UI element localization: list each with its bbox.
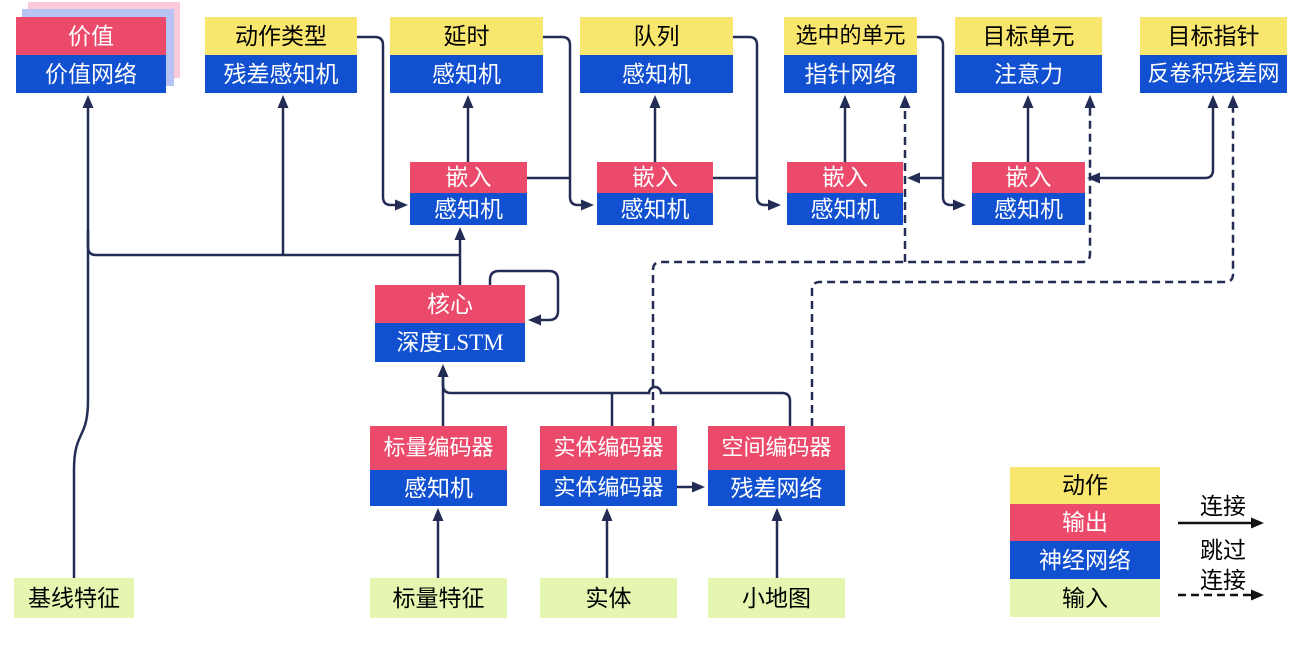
node-embed-3-network: 感知机 bbox=[787, 193, 903, 225]
node-spatial-encoder-head: 空间编码器 bbox=[708, 426, 845, 470]
node-entities: 实体 bbox=[540, 578, 677, 618]
node-action-type-head: 动作类型 bbox=[205, 17, 357, 55]
edge-core-self-loop bbox=[488, 269, 560, 322]
node-scalar-encoder-network: 感知机 bbox=[370, 470, 507, 506]
node-scalar-encoder: 标量编码器 感知机 bbox=[370, 426, 507, 506]
node-embed-1-network: 感知机 bbox=[410, 193, 527, 225]
edge-core-bus-left bbox=[86, 230, 460, 257]
node-target-point-head: 目标指针 bbox=[1140, 17, 1287, 55]
legend-input-swatch: 输入 bbox=[1010, 579, 1160, 617]
node-embed-4-network: 感知机 bbox=[972, 193, 1085, 225]
node-entities-label: 实体 bbox=[540, 578, 677, 618]
node-action-type-network: 残差感知机 bbox=[205, 55, 357, 93]
legend-arrows bbox=[1178, 517, 1264, 601]
node-selected-units-head: 选中的单元 bbox=[784, 17, 917, 55]
node-scalar-encoder-head: 标量编码器 bbox=[370, 426, 507, 470]
node-delay-network: 感知机 bbox=[390, 55, 543, 93]
legend-dashed-arrow-head bbox=[1251, 589, 1264, 601]
node-target-unit-network: 注意力 bbox=[955, 55, 1102, 93]
node-delay: 延时 感知机 bbox=[390, 17, 543, 93]
edge-delay-to-embed2 bbox=[543, 35, 581, 207]
node-value-head: 价值 bbox=[16, 17, 166, 55]
node-embed-2: 嵌入 感知机 bbox=[597, 162, 713, 225]
node-selected-units: 选中的单元 指针网络 bbox=[784, 17, 917, 93]
node-embed-1-head: 嵌入 bbox=[410, 162, 527, 193]
node-target-point-network: 反卷积残差网 bbox=[1140, 55, 1287, 93]
node-scalar-features-label: 标量特征 bbox=[370, 578, 507, 618]
node-embed-3: 嵌入 感知机 bbox=[787, 162, 903, 225]
node-spatial-encoder: 空间编码器 残差网络 bbox=[708, 426, 845, 506]
edge-queue-to-embed3 bbox=[733, 35, 768, 207]
node-minimap: 小地图 bbox=[708, 578, 845, 618]
legend-skip-label-line2: 连接 bbox=[1200, 568, 1246, 593]
node-scalar-features: 标量特征 bbox=[370, 578, 507, 618]
node-core-network: 深度LSTM bbox=[375, 323, 525, 362]
node-queue-network: 感知机 bbox=[580, 55, 733, 93]
legend-solid-arrow-head bbox=[1251, 517, 1264, 529]
node-minimap-label: 小地图 bbox=[708, 578, 845, 618]
node-core-head: 核心 bbox=[375, 285, 525, 323]
node-embed-4-head: 嵌入 bbox=[972, 162, 1085, 193]
legend-output-swatch: 输出 bbox=[1010, 504, 1160, 541]
node-core: 核心 深度LSTM bbox=[375, 285, 525, 362]
node-value-network: 价值网络 bbox=[16, 55, 166, 93]
node-delay-head: 延时 bbox=[390, 17, 543, 55]
node-entity-encoder: 实体编码器 实体编码器 bbox=[540, 426, 677, 506]
edge-embed4-to-targetpoint bbox=[1100, 108, 1215, 180]
node-target-unit-head: 目标单元 bbox=[955, 17, 1102, 55]
edge-baseline-to-value bbox=[72, 108, 90, 578]
node-baseline-features: 基线特征 bbox=[14, 578, 134, 618]
edge-selected-to-embed4 bbox=[917, 35, 953, 207]
edge-actiontype-to-embed1 bbox=[357, 35, 395, 207]
node-target-point: 目标指针 反卷积残差网 bbox=[1140, 17, 1287, 93]
node-value: 价值 价值网络 bbox=[16, 17, 166, 93]
node-baseline-features-label: 基线特征 bbox=[14, 578, 134, 618]
node-queue: 队列 感知机 bbox=[580, 17, 733, 93]
node-queue-head: 队列 bbox=[580, 17, 733, 55]
node-spatial-encoder-network: 残差网络 bbox=[708, 470, 845, 506]
edge-encoder-bus bbox=[441, 377, 792, 426]
skip-entityenc bbox=[651, 108, 1092, 426]
node-embed-2-head: 嵌入 bbox=[597, 162, 713, 193]
legend-connection-label: 连接 bbox=[1200, 494, 1246, 519]
legend-action-swatch: 动作 bbox=[1010, 467, 1160, 504]
node-target-unit: 目标单元 注意力 bbox=[955, 17, 1102, 93]
node-entity-encoder-network: 实体编码器 bbox=[540, 470, 677, 506]
legend-skip-label-line1: 跳过 bbox=[1200, 538, 1246, 563]
legend-color-key: 动作 输出 神经网络 输入 bbox=[1010, 467, 1160, 617]
node-embed-4: 嵌入 感知机 bbox=[972, 162, 1085, 225]
node-action-type: 动作类型 残差感知机 bbox=[205, 17, 357, 93]
node-selected-units-network: 指针网络 bbox=[784, 55, 917, 93]
node-embed-1: 嵌入 感知机 bbox=[410, 162, 527, 225]
node-embed-3-head: 嵌入 bbox=[787, 162, 903, 193]
skip-spatialenc bbox=[810, 108, 1235, 426]
node-entity-encoder-head: 实体编码器 bbox=[540, 426, 677, 470]
arrowheads bbox=[82, 95, 1239, 521]
node-embed-2-network: 感知机 bbox=[597, 193, 713, 225]
legend-network-swatch: 神经网络 bbox=[1010, 541, 1160, 579]
